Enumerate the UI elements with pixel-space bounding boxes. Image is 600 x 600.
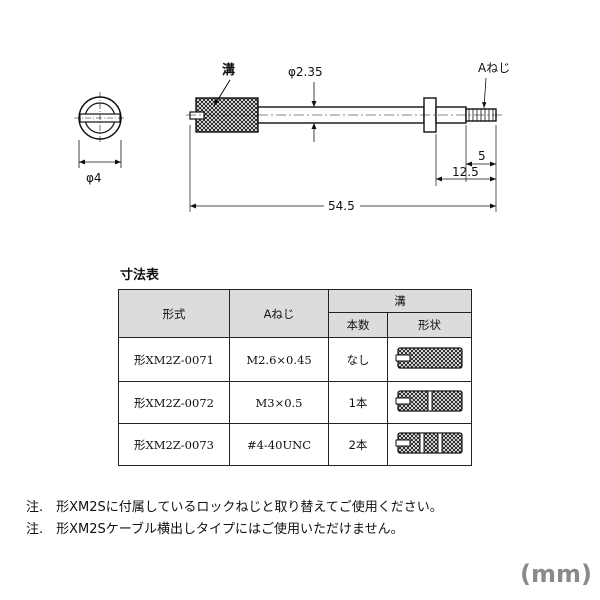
row-count: 1本	[328, 381, 388, 424]
screw-drawing: 溝 φ2.35 Aねじ φ4 5 12.5 54.5	[74, 61, 510, 213]
table-title: 寸法表	[120, 268, 160, 283]
groove-slot	[189, 111, 205, 120]
header-groove: 溝	[328, 289, 472, 313]
row-model: 形XM2Z-0071	[118, 337, 230, 382]
table-row: 形XM2Z-0072 M3×0.5 1本	[118, 381, 472, 424]
header-count: 本数	[328, 312, 388, 338]
row-model: 形XM2Z-0072	[118, 381, 230, 424]
groove-shape-none	[395, 347, 463, 369]
thread-label: Aねじ	[478, 61, 510, 75]
groove-shape-two	[395, 432, 463, 454]
row-shape	[387, 337, 472, 382]
row-shape	[387, 381, 472, 424]
row-count: 2本	[328, 423, 388, 466]
dim-step-length: 12.5	[452, 165, 479, 179]
groove-label: 溝	[222, 62, 235, 78]
annotations: 溝 φ2.35 Aねじ φ4	[86, 61, 510, 185]
row-shape	[387, 423, 472, 466]
groove-shape-one	[395, 390, 463, 412]
notes: 注. 形XM2Sに付属しているロックねじと取り替えてご使用ください。 注. 形X…	[26, 497, 443, 541]
header-shape: 形状	[387, 312, 472, 338]
dim-total-length: 54.5	[328, 199, 355, 213]
row-model: 形XM2Z-0073	[118, 423, 230, 466]
shaft-diameter-label: φ2.35	[288, 65, 323, 79]
end-diameter-label: φ4	[86, 171, 102, 185]
row-thread: #4-40UNC	[229, 423, 329, 466]
row-count: なし	[328, 337, 388, 382]
unit-label: (mm)	[520, 560, 592, 588]
header-model: 形式	[118, 289, 230, 338]
row-thread: M2.6×0.45	[229, 337, 329, 382]
header-thread: Aねじ	[229, 289, 329, 338]
row-thread: M3×0.5	[229, 381, 329, 424]
table-row: 形XM2Z-0071 M2.6×0.45 なし	[118, 337, 472, 382]
table-row: 形XM2Z-0073 #4-40UNC 2本	[118, 423, 472, 466]
end-view	[74, 92, 126, 168]
dim-thread-length: 5	[478, 149, 486, 163]
note-line: 注. 形XM2Sケーブル横出しタイプにはご使用いただけません。	[26, 522, 404, 537]
note-line: 注. 形XM2Sに付属しているロックねじと取り替えてご使用ください。	[26, 500, 443, 515]
dimension-table: 形式 Aねじ 溝 本数 形状 形XM2Z-0071 M2.6×0.45 なし 形…	[118, 289, 472, 466]
dimensions: 5 12.5 54.5	[189, 125, 497, 213]
side-view	[186, 97, 504, 133]
